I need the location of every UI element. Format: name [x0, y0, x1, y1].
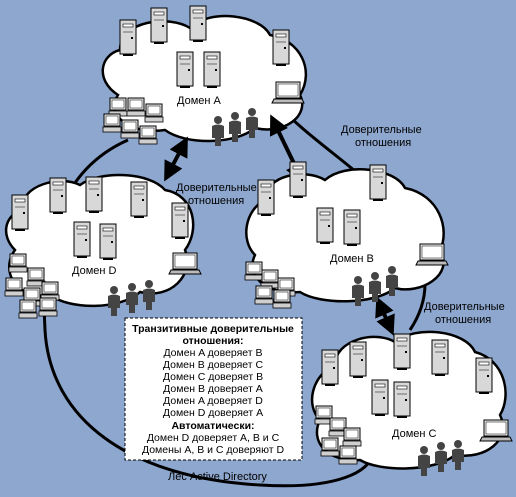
- box-auto-heading: Автоматически:: [171, 420, 254, 432]
- box-line: Домен B доверяет C: [163, 359, 264, 371]
- trust-label-top-right: Доверительные отношения: [341, 124, 422, 149]
- svg-text:отношения: отношения: [435, 314, 491, 326]
- laptop-icon: [168, 252, 202, 275]
- transitive-trust-box: Транзитивные доверительные отношения: До…: [124, 317, 303, 461]
- box-heading-2: отношения:: [182, 335, 243, 347]
- laptop-icon: [271, 81, 305, 104]
- svg-text:отношения: отношения: [188, 195, 244, 207]
- laptop-icon: [415, 243, 449, 266]
- domain-a-label: Домен A: [177, 95, 222, 107]
- box-auto-line: Домены A, B и C доверяют D: [142, 444, 284, 456]
- domain-c-label: Домен C: [392, 428, 437, 440]
- box-line: Домен D доверяет A: [163, 407, 263, 419]
- forest-label: Лес Active Directory: [168, 471, 267, 483]
- laptop-icon: [479, 419, 513, 442]
- trust-label-middle: Доверительные отношения: [176, 182, 257, 207]
- svg-text:Доверительные: Доверительные: [176, 182, 257, 194]
- svg-text:Доверительные: Доверительные: [341, 124, 422, 136]
- svg-text:отношения: отношения: [355, 137, 411, 149]
- domain-b-label: Домен B: [330, 253, 374, 265]
- trust-label-bottom-right: Доверительные отношения: [424, 301, 505, 326]
- box-line: Домен B доверяет A: [163, 383, 263, 395]
- domain-a-computers: [102, 97, 164, 145]
- box-auto-line: Домен D доверяет A, B и C: [147, 432, 280, 444]
- box-line: Домен C доверяет B: [163, 371, 263, 383]
- trust-arrow-b-c: [375, 296, 395, 336]
- box-line: Домен A доверяет B: [163, 347, 262, 359]
- box-line: Домен A доверяет D: [163, 395, 263, 407]
- box-heading-1: Транзитивные доверительные: [132, 323, 294, 335]
- svg-text:Доверительные: Доверительные: [424, 301, 505, 313]
- domain-d-label: Домен D: [72, 265, 117, 277]
- trust-arrow-a-d: [164, 136, 188, 182]
